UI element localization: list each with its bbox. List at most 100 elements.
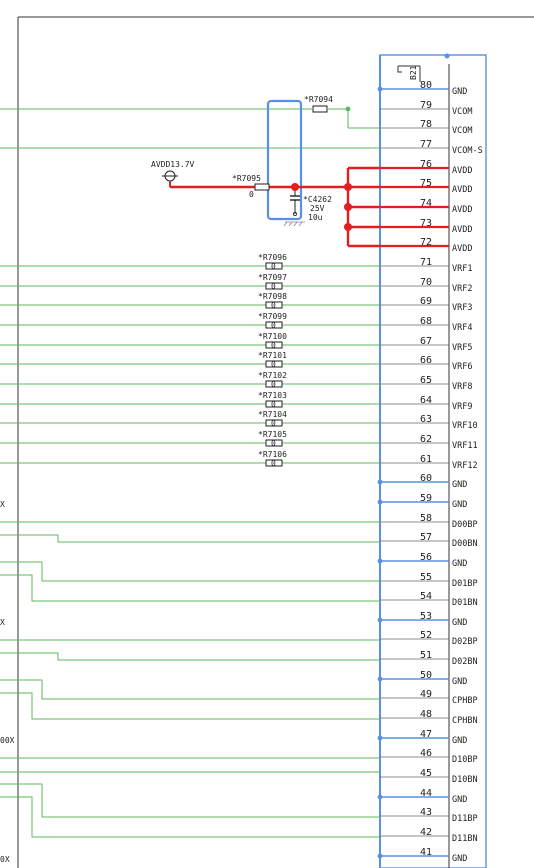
pin-name: AVDD <box>452 185 472 195</box>
vrf-resistor-label: *R7101 <box>258 351 287 360</box>
pin-name: AVDD <box>452 225 472 235</box>
vcom-nets <box>0 108 380 149</box>
pin-number: 58 <box>420 513 432 524</box>
selection-highlight <box>266 99 303 221</box>
vrf-resistor-value: 0 <box>271 380 276 389</box>
connector-b21: B21 <box>379 53 487 868</box>
avdd-power-label: AVDD13.7V <box>151 160 195 169</box>
differential-pair-nets <box>0 521 380 838</box>
vrf-resistor-value: 0 <box>271 341 276 350</box>
pin-name: D11BN <box>452 834 478 844</box>
pin-name: CPHBP <box>452 696 478 706</box>
pin-name: VCOM <box>452 107 472 117</box>
pin-name: AVDD <box>452 244 472 254</box>
vcom-junction <box>345 106 351 112</box>
vrf-resistor-label: *R7099 <box>258 312 287 321</box>
pin-name: D02BN <box>452 657 478 667</box>
pin-number: 65 <box>420 375 432 386</box>
pin-number: 68 <box>420 316 432 327</box>
edge-label: 0X <box>0 855 10 864</box>
pin-number: 43 <box>420 807 432 818</box>
c4262-voltage: 25V <box>310 204 325 213</box>
r7095-label: *R7095 <box>232 174 261 183</box>
avdd-power-symbol: AVDD13.7V <box>151 160 195 187</box>
pin-name: D01BP <box>452 579 478 589</box>
pin-name: GND <box>452 559 467 569</box>
pin-number: 44 <box>420 788 432 799</box>
vrf-resistor-label: *R7097 <box>258 273 287 282</box>
vrf-resistor-value: 0 <box>271 360 276 369</box>
pin-name: VRF2 <box>452 284 472 294</box>
pin-name: D10BP <box>452 755 478 765</box>
pin-number: 54 <box>420 591 432 602</box>
pin-name: D00BP <box>452 520 478 530</box>
pin-name: VRF5 <box>452 343 472 353</box>
pin-name: GND <box>452 795 467 805</box>
pin-name: VRF8 <box>452 382 472 392</box>
pin-number: 56 <box>420 552 432 563</box>
vrf-resistor-value: 0 <box>271 321 276 330</box>
pin-number: 46 <box>420 748 432 759</box>
pin-number: 61 <box>420 454 432 465</box>
edge-label: 00X <box>0 736 15 745</box>
pin-name: D01BN <box>452 598 478 608</box>
pin-number: 53 <box>420 611 432 622</box>
pin-number: 70 <box>420 277 432 288</box>
vrf-resistor-label: *R7103 <box>258 391 287 400</box>
pin-number: 74 <box>420 198 432 209</box>
pin-name: VRF12 <box>452 461 478 471</box>
pin-number: 57 <box>420 532 432 543</box>
pin-number: 77 <box>420 139 432 150</box>
vrf-resistor-label: *R7102 <box>258 371 287 380</box>
pin-number: 62 <box>420 434 432 445</box>
pin-name: VRF1 <box>452 264 472 274</box>
pin-name: VRF10 <box>452 421 478 431</box>
pin-number: 73 <box>420 218 432 229</box>
pin-name: D00BN <box>452 539 478 549</box>
vrf-resistor-value: 0 <box>271 301 276 310</box>
r7094-label: *R7094 <box>304 95 333 104</box>
pin-number: 52 <box>420 630 432 641</box>
pin-number: 59 <box>420 493 432 504</box>
vrf-resistor-label: *R7096 <box>258 253 287 262</box>
pin-name: VCOM <box>452 126 472 136</box>
pin-name: VRF4 <box>452 323 472 333</box>
pin-number: 48 <box>420 709 432 720</box>
avdd-junctions <box>291 183 352 231</box>
vrf-resistor-value: 0 <box>271 282 276 291</box>
pin-number: 50 <box>420 670 432 681</box>
pin-number: 67 <box>420 336 432 347</box>
pin-number: 63 <box>420 414 432 425</box>
pin-name: GND <box>452 618 467 628</box>
